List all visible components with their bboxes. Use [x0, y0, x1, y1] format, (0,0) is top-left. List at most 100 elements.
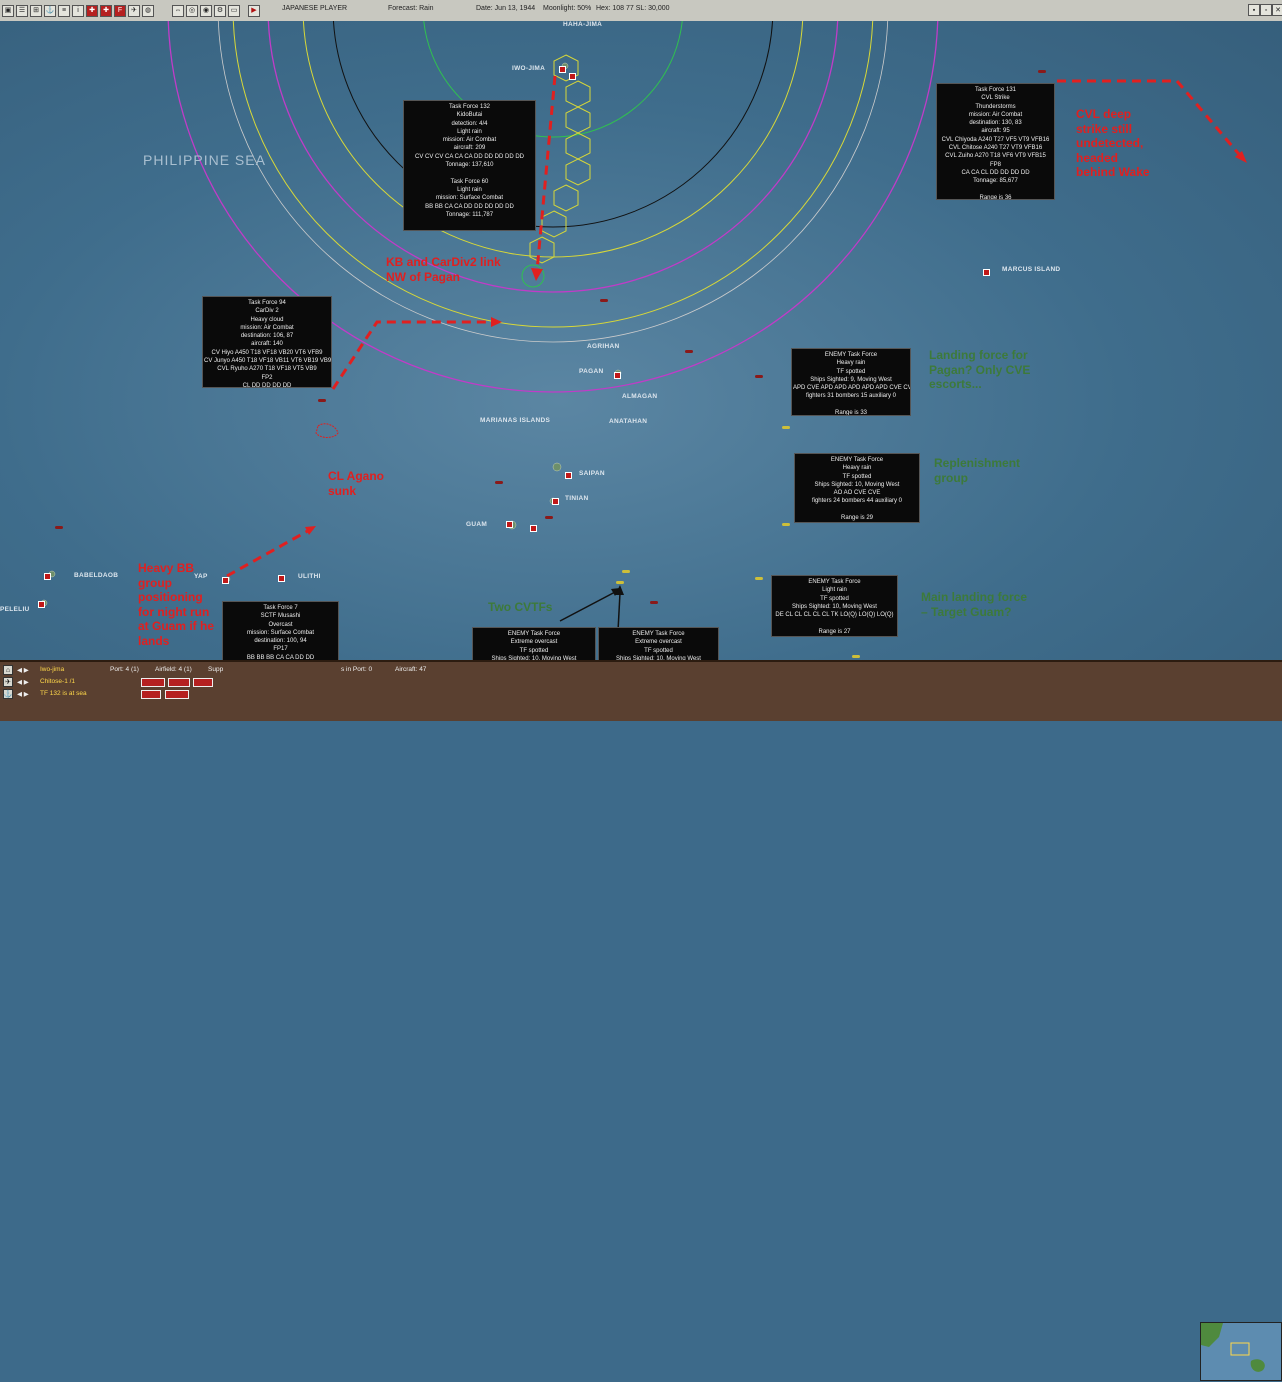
base-marker[interactable] [38, 601, 45, 608]
base-icon[interactable]: ⌂ [3, 665, 13, 675]
carrier-unit-icon[interactable] [141, 678, 165, 687]
aircraft-icon[interactable]: ✈ [3, 677, 13, 687]
prev-ship-arrow[interactable]: ◀ ▶ [17, 679, 29, 686]
screen-icon[interactable]: ▭ [228, 4, 240, 17]
prev-base-arrow[interactable]: ◀ ▶ [17, 667, 29, 674]
nav-icon[interactable]: ⇔ [172, 4, 184, 17]
range-circle-yellow-inner [302, 21, 804, 258]
ship-icon[interactable]: ⚓ [44, 4, 56, 17]
minimize-icon[interactable]: ▪ [1248, 4, 1260, 16]
annotation-kb-link: KB and CarDiv2 link NW of Pagan [386, 255, 501, 284]
arrow-heavy-bb [226, 526, 314, 578]
tf-info-line: Task Force 94 [248, 300, 286, 306]
menu-icon[interactable]: ☰ [16, 4, 28, 17]
transport-unit-icon[interactable] [168, 678, 190, 687]
settings-icon[interactable]: ⚙ [214, 4, 226, 17]
ship-icon[interactable]: ⚓ [3, 689, 13, 699]
fighter-unit-icon[interactable] [193, 678, 213, 687]
base-marker[interactable] [565, 472, 572, 479]
ship-marker[interactable] [55, 526, 63, 529]
tf-info-line: Ships Sighted: 10, Moving West [616, 655, 701, 662]
radio-icon[interactable]: ◉ [200, 4, 212, 17]
ship-name[interactable]: Chitose-1 /1 [40, 678, 76, 685]
tf-info-line: ENEMY Task Force [830, 457, 884, 463]
ship-marker[interactable] [1038, 70, 1046, 73]
base-marker[interactable] [278, 575, 285, 582]
tf-info-line: Extreme overcast [510, 639, 558, 646]
info-icon[interactable]: i [72, 4, 84, 17]
close-icon[interactable]: ✕ [1272, 4, 1282, 16]
arrow-heads [305, 151, 1247, 535]
prev-tf-arrow[interactable]: ◀ ▶ [17, 691, 29, 698]
minimap[interactable] [1200, 1322, 1282, 1381]
base-marker[interactable] [44, 573, 51, 580]
base-marker[interactable] [614, 372, 621, 379]
label-yap: YAP [194, 573, 208, 580]
minimap-land [1201, 1323, 1265, 1372]
map-icon[interactable]: ⊞ [30, 4, 42, 17]
tf-info-line [796, 506, 918, 514]
tf-info-line: Tonnage: 111,787 [445, 211, 494, 218]
tf-info-line: aircraft: 140 [251, 341, 283, 348]
ship-unit-icon[interactable] [141, 690, 161, 699]
base-marker[interactable] [530, 525, 537, 532]
ship-marker[interactable] [318, 399, 326, 402]
run-icon[interactable]: ▶ [248, 4, 260, 17]
tf-info-line: Extreme overcast [635, 639, 682, 646]
tf-info-line: aircraft: 95 [981, 128, 1010, 135]
tf-info-line: APD CVE APD APD APD APD APD CVE CVE [793, 385, 911, 392]
aircraft-icon[interactable]: ✈ [128, 4, 140, 17]
date-label: Date: Jun 13, 1944 [476, 5, 536, 12]
ship-marker[interactable] [755, 375, 763, 378]
hex-path [529, 54, 591, 264]
flag-icon[interactable]: ✚ [86, 4, 98, 17]
tf-info-line: mission: Surface Combat [435, 195, 504, 202]
base-marker[interactable] [552, 498, 559, 505]
ship-marker-enemy[interactable] [755, 577, 763, 580]
label-ulithi: ULITHI [298, 573, 321, 580]
list-icon[interactable]: ≡ [58, 4, 70, 17]
base-marker[interactable] [559, 66, 566, 73]
base-marker[interactable] [222, 577, 229, 584]
ship-marker[interactable] [685, 350, 693, 353]
tf-info-line: CA CA CL DD DD DD DD [961, 169, 1030, 176]
ship-marker[interactable] [545, 516, 553, 519]
game-map[interactable]: HAHA-JIMA IWO-JIMA PHILIPPINE SEA MARCUS… [0, 21, 1282, 699]
label-saipan: SAIPAN [579, 470, 605, 477]
tf-info-line: AO AO CVE CVE [833, 490, 881, 497]
zoom-icon[interactable]: ◎ [186, 4, 198, 17]
restore-icon[interactable]: ▫ [1260, 4, 1272, 16]
ship-marker-enemy[interactable] [616, 581, 624, 584]
tf-info-line: TF spotted [519, 647, 549, 654]
ship-marker-enemy[interactable] [782, 426, 790, 429]
medical-icon[interactable]: ✚ [100, 4, 112, 17]
base-marker[interactable] [983, 269, 990, 276]
tf-info-line: destination: 100, 94 [254, 638, 307, 645]
base-marker[interactable] [569, 73, 576, 80]
ship-marker[interactable] [650, 601, 658, 604]
ship-marker[interactable] [600, 299, 608, 302]
save-icon[interactable]: ▣ [2, 4, 14, 17]
ship-unit-icon[interactable] [165, 690, 189, 699]
arrow-cardiv2 [331, 320, 497, 390]
hex-label: Hex: 108 77 SL: 30,000 [596, 5, 670, 12]
tf-info-line: fighters 31 bombers 15 auxiliary 0 [805, 393, 897, 400]
ship-marker[interactable] [495, 481, 503, 484]
ship-marker-enemy[interactable] [782, 523, 790, 526]
label-babeldaob: BABELDAOB [74, 572, 119, 579]
base-name[interactable]: Iwo-jima [40, 666, 65, 673]
base-marker[interactable] [506, 521, 513, 528]
ship-marker-enemy[interactable] [852, 655, 860, 658]
range-circle-yellow-outer [232, 21, 874, 328]
label-agrihan: AGRIHAN [587, 343, 620, 350]
report-icon[interactable]: F [114, 4, 126, 17]
ship-marker-enemy[interactable] [622, 570, 630, 573]
globe-icon[interactable]: ◍ [142, 4, 154, 17]
arrow-kb-link [535, 75, 557, 272]
